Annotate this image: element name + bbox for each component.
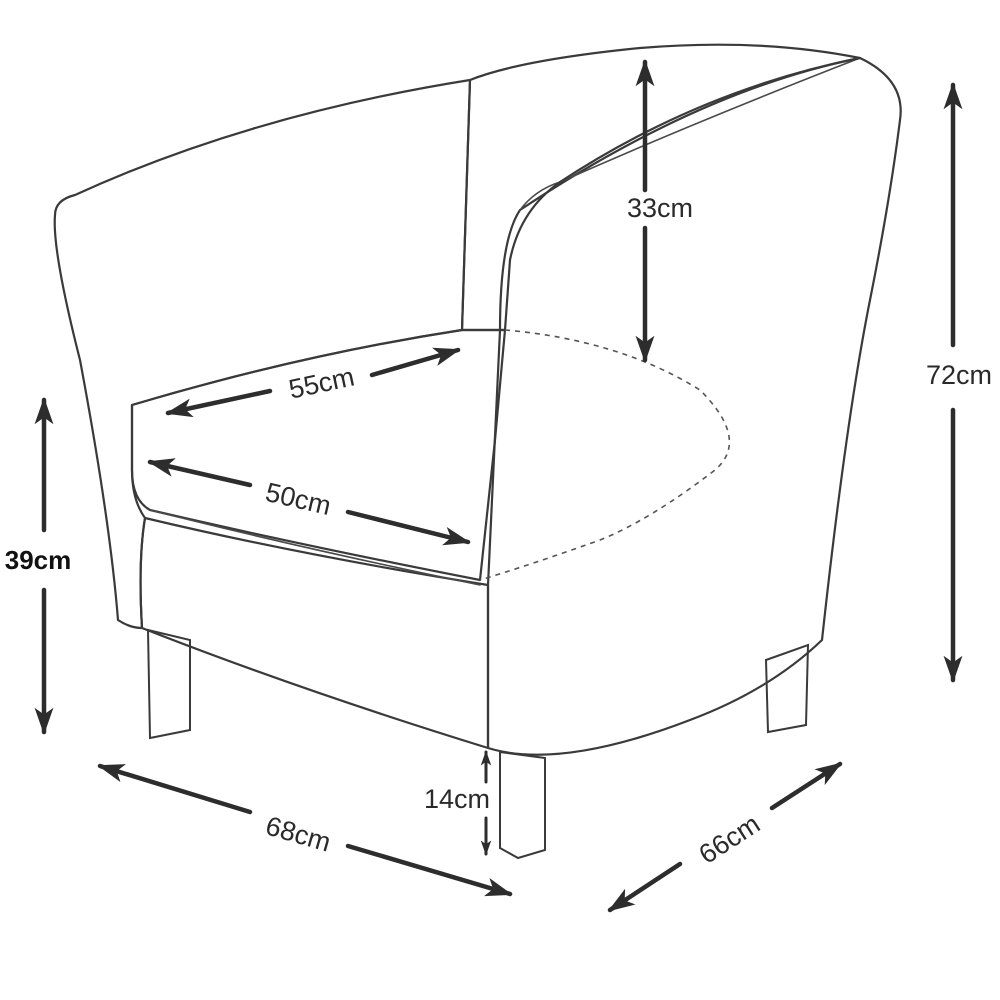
label-overall-width: 68cm	[262, 811, 334, 858]
label-back-height: 33cm	[627, 193, 693, 223]
seat-hidden-edge	[479, 329, 731, 581]
dimension-total-height: 72cm	[926, 82, 992, 683]
label-leg-height: 14cm	[424, 784, 490, 814]
armchair-drawing	[53, 43, 902, 860]
label-seat-depth: 55cm	[286, 362, 357, 405]
leg-front-right	[499, 750, 546, 860]
label-overall-depth: 66cm	[694, 809, 766, 870]
leg-back-right	[764, 643, 810, 734]
dimension-seat-height: 39cm	[5, 397, 72, 735]
cushion-seam	[149, 509, 481, 586]
dimension-seat-depth: 55cm	[165, 347, 461, 418]
dimension-back-height: 33cm	[627, 59, 693, 363]
leg-front-left	[146, 628, 191, 740]
label-total-height: 72cm	[926, 360, 992, 390]
label-seat-height: 39cm	[5, 545, 72, 575]
dimension-overall-depth: 66cm	[607, 761, 843, 913]
backrest	[460, 43, 862, 332]
left-arm	[53, 78, 472, 630]
base-front	[139, 516, 490, 750]
dimension-leg-height: 14cm	[424, 750, 492, 856]
right-arm	[486, 56, 902, 756]
label-seat-width: 50cm	[263, 477, 334, 521]
seat-cushion	[130, 328, 507, 582]
right-arm-inner-line	[519, 57, 861, 211]
